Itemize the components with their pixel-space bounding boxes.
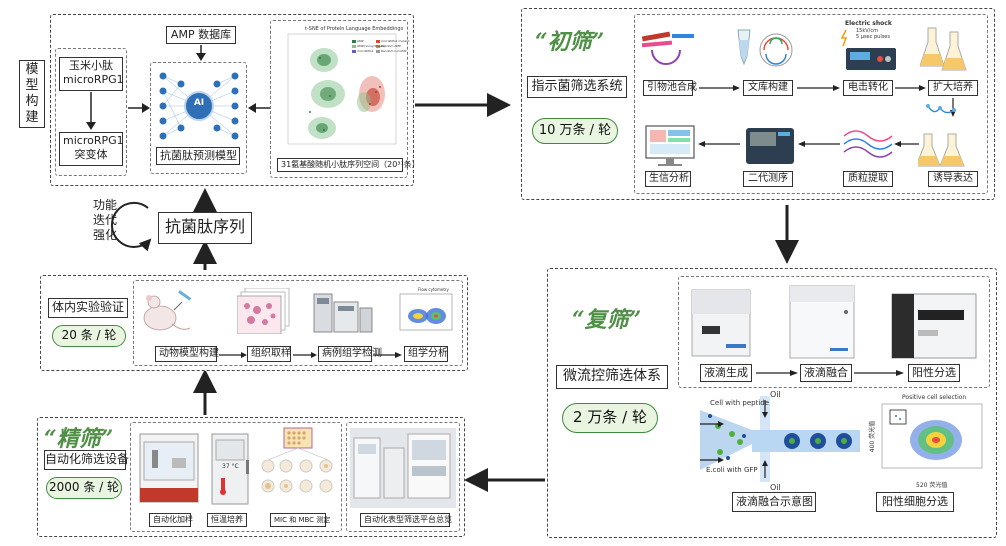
fine-label-pipetting: 自动化加样 (149, 513, 193, 527)
flow-plot-title: Flow cytometry (418, 287, 449, 292)
fusion-caption: 液滴融合示意图 (732, 492, 816, 512)
sequence-space-caption: 31氨基酸随机小肽序列空间（20³¹条） (277, 158, 420, 172)
scatter-legend (352, 40, 380, 53)
droplet-fusion-schematic (700, 396, 860, 482)
vivo-step-tissue-sampling: 组织取样 (247, 346, 291, 362)
ecoli-gfp-label: E.coli with GFP (706, 466, 758, 474)
step-arrows (219, 352, 402, 358)
culture-flasks-icon (920, 27, 967, 71)
positive-sorter-icon (891, 293, 977, 359)
positive-selection-label: Positive cell selection (902, 394, 967, 401)
mic-plate-icon (261, 427, 333, 493)
in-vivo-rate: 20 条 / 轮 (52, 325, 126, 347)
legend-microrpg1: microRPG1 (357, 49, 374, 53)
rescreen-quote: “复筛” (572, 307, 642, 333)
in-vivo-title: 体内实验验证 (48, 298, 128, 318)
shock-title: Electric shock (845, 20, 892, 27)
step-library: 文库构建 (743, 80, 793, 96)
down-arrow-icon (86, 92, 96, 130)
fine-label-incubation: 恒温培养 (207, 513, 247, 527)
facs-density-plot (881, 403, 983, 469)
legend-amp-nonsynthesis: AMP(nonsynthesis) (357, 44, 386, 48)
iterate-label: 功能 迭代 强化 (92, 198, 117, 242)
step-ngs: 二代测序 (743, 171, 793, 187)
automated-platform-photo (350, 428, 456, 508)
legend-random-amp: Random AMP (381, 44, 401, 48)
legend-microrpg1-mutant: microRPG1 mutant (381, 39, 410, 43)
facs-yaxis-label: 400 荧光值 (869, 420, 877, 453)
micro-step-generation: 液滴生成 (700, 364, 752, 382)
neural-network-icon (159, 72, 239, 140)
plasmid-extraction-icon (843, 130, 893, 158)
step-electro: 电击转化 (843, 80, 893, 96)
micro-step-arrows (756, 370, 904, 376)
rescreen-title: 微流控筛选体系 (556, 365, 668, 389)
sort-caption: 阳性细胞分选 (876, 492, 954, 512)
fine-label-mic-mbc: MIC 和 MBC 测定 (270, 513, 330, 527)
droplet-generator-icon (691, 289, 751, 357)
lc-ms-instrument-icon (313, 293, 373, 333)
oil-label-bottom: Oil (770, 483, 781, 492)
tissue-slide-icon (237, 288, 290, 334)
vivo-step-pathology: 病例组学检测 (318, 346, 382, 362)
oil-label-top: Oil (770, 390, 781, 399)
shock-param-1: 15kV/cm (856, 28, 878, 34)
mutant-box: microRPG1 突变体 (59, 132, 124, 166)
cell-with-peptide-label: Cell with peptide (710, 399, 770, 407)
fine-title: 自动化筛选设备 (44, 450, 129, 470)
fine-rate: 2000 条 / 轮 (46, 477, 122, 499)
legend-random-nonamp: Random nonAMP (381, 49, 407, 53)
vivo-step-animal-model: 动物模型构建 (155, 346, 219, 362)
step-primer-pool: 引物池合成 (643, 80, 697, 96)
sequencer-icon (746, 128, 794, 164)
droplet-fusion-device-icon (789, 285, 855, 359)
electroporation-icon (840, 29, 896, 70)
step-bioinformatics: 生信分析 (645, 171, 691, 187)
step-plasmid: 质粒提取 (843, 171, 893, 187)
model-side-label: 模 型 构 建 (19, 60, 45, 128)
legend-amp: AMP (357, 39, 364, 43)
auto-pipetting-robot-icon (139, 433, 199, 503)
primary-top-arrows (699, 85, 926, 91)
primary-rate: 10 万条 / 轮 (532, 118, 618, 144)
primary-quote: “初筛” (535, 29, 605, 55)
peptide-sequence-box: 抗菌肽序列 (158, 212, 252, 244)
sequence-space-panel (270, 20, 408, 178)
iterate-cycle-arrow (110, 201, 152, 252)
library-construction-icon (737, 29, 793, 67)
primer-synthesis-icon (641, 31, 694, 65)
mouse-icon (143, 290, 192, 331)
down-arrow-icon (196, 45, 206, 61)
vivo-step-omics: 组学分析 (404, 346, 448, 362)
induced-expression-icon (918, 104, 965, 167)
micro-step-sorting: 阳性分选 (908, 364, 960, 382)
fine-label-platform-overview: 自动化表型筛选平台总览 (360, 513, 452, 527)
shock-param-2: 5 μsec pulses (856, 34, 890, 40)
flow-cytometry-plot-icon (399, 293, 453, 331)
scatter-title: t-SNE of Protein Language Embeddings (305, 26, 404, 32)
primary-title: 指示菌筛选系统 (527, 76, 627, 98)
incubator-icon (211, 433, 249, 505)
ai-label: AI (193, 98, 205, 108)
primary-bottom-arrows (698, 141, 919, 147)
incubator-temp: 37 °C (222, 463, 239, 470)
amp-database-box: AMP 数据库 (166, 26, 236, 44)
bioinformatics-monitor-icon (645, 125, 695, 166)
facs-xaxis-label: 520 荧光值 (916, 482, 948, 489)
predict-model-box: 抗菌肽预测模型 (156, 147, 240, 165)
right-arrow-icon (128, 103, 150, 113)
fine-quote: “精筛” (44, 426, 114, 452)
corn-peptide-box: 玉米小肽 microRPG1 (59, 57, 124, 91)
right-arrow-icon (248, 103, 270, 113)
micro-step-fusion: 液滴融合 (800, 364, 852, 382)
tsne-scatter-plot (287, 33, 397, 145)
step-expand-culture: 扩大培养 (928, 80, 978, 96)
step-induction: 诱导表达 (928, 171, 978, 187)
rescreen-rate: 2 万条 / 轮 (562, 403, 658, 433)
